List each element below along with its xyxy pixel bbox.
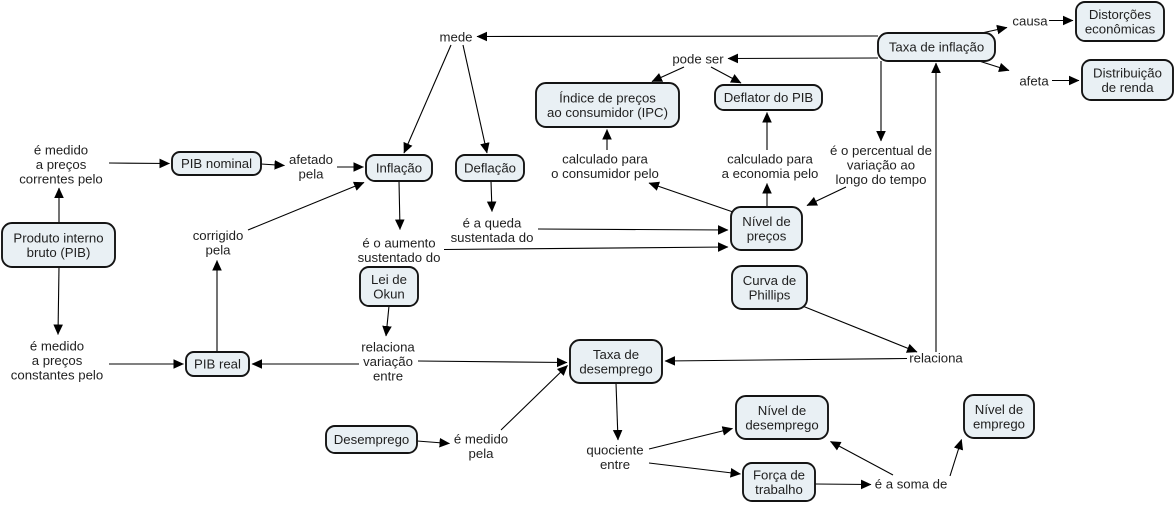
svg-text:é a soma de: é a soma de xyxy=(875,477,948,492)
svg-text:Inflação: Inflação xyxy=(376,161,422,176)
svg-text:pode ser: pode ser xyxy=(672,52,724,67)
svg-text:mede: mede xyxy=(440,30,473,45)
svg-text:Deflação: Deflação xyxy=(464,161,516,176)
svg-text:PIB real: PIB real xyxy=(194,357,241,372)
svg-text:causa: causa xyxy=(1012,14,1048,29)
svg-text:Taxa de inflação: Taxa de inflação xyxy=(889,40,984,55)
svg-text:Deflator do PIB: Deflator do PIB xyxy=(724,90,814,105)
svg-text:Desemprego: Desemprego xyxy=(334,432,410,447)
svg-text:afeta: afeta xyxy=(1019,74,1049,89)
svg-text:PIB nominal: PIB nominal xyxy=(181,156,252,171)
svg-text:relaciona: relaciona xyxy=(909,351,963,366)
